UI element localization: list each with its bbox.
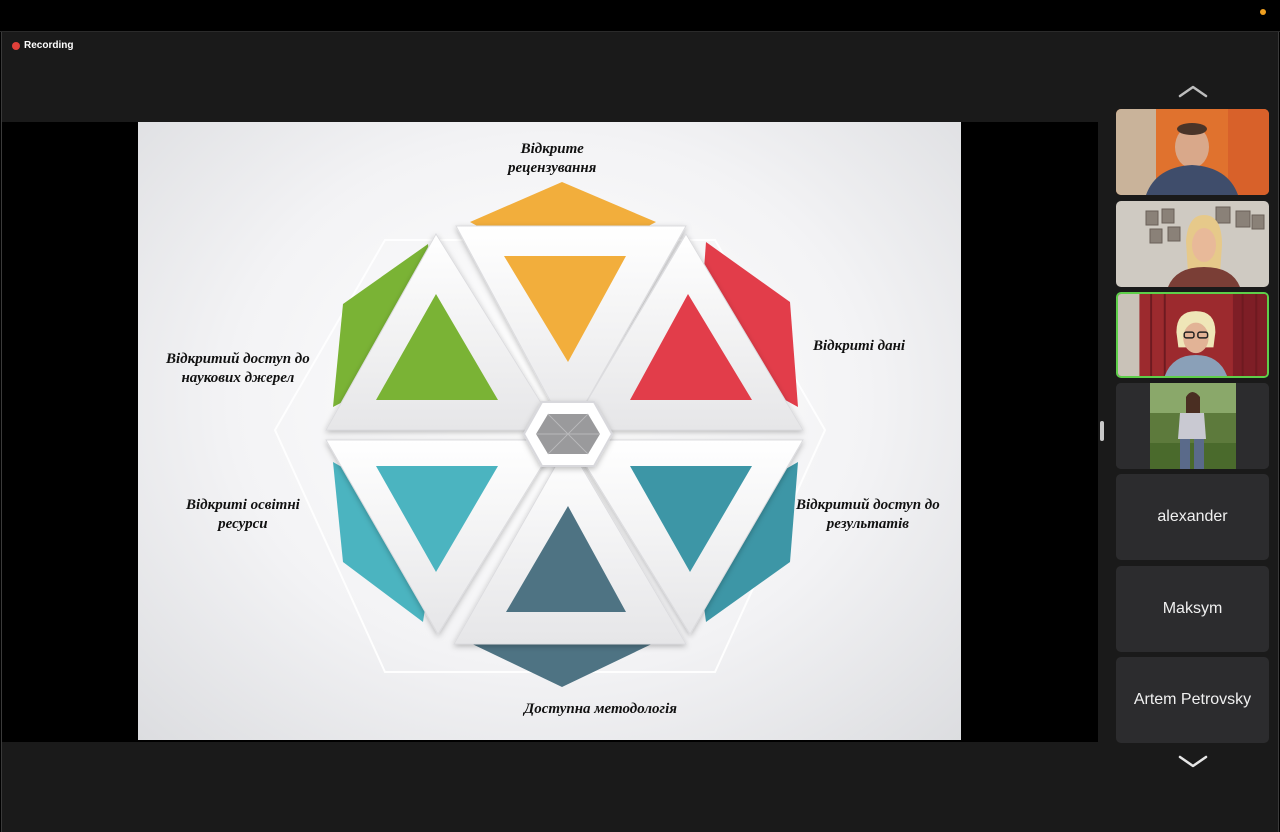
video-feed <box>1118 294 1267 376</box>
participant-tile-5[interactable]: alexander <box>1116 474 1269 560</box>
participant-video-3-active-speaker[interactable] <box>1116 292 1269 378</box>
participant-name: alexander <box>1157 508 1228 525</box>
participant-tile-6[interactable]: Maksym <box>1116 566 1269 652</box>
label-open-review: Відкрите рецензування <box>508 141 597 176</box>
label-methodology: Доступна методологія <box>524 701 677 717</box>
video-feed <box>1116 201 1269 287</box>
panel-resize-handle[interactable] <box>1100 421 1104 441</box>
label-open-education: Відкриті освітні ресурси <box>186 497 300 532</box>
participant-video-1[interactable] <box>1116 109 1269 195</box>
label-open-access-results: Відкритий доступ до результатів <box>796 497 940 532</box>
participant-name: Artem Petrovsky <box>1133 691 1252 708</box>
record-dot-icon <box>12 41 20 50</box>
triangle-slate <box>506 506 626 612</box>
triangle-orange <box>504 256 626 362</box>
participant-name: Maksym <box>1162 600 1223 617</box>
chevron-up-icon[interactable] <box>1177 82 1209 100</box>
recording-label: Recording <box>24 40 74 51</box>
participant-video-4[interactable] <box>1116 383 1269 469</box>
participant-video-2[interactable] <box>1116 201 1269 287</box>
participant-tile-7[interactable]: Artem Petrovsky <box>1116 657 1269 743</box>
video-feed <box>1116 383 1269 469</box>
triangle-teal-right <box>630 466 752 572</box>
notification-dot <box>1260 9 1266 15</box>
chevron-down-icon[interactable] <box>1177 753 1209 771</box>
shared-slide: Відкрите рецензування Відкриті дані Відк… <box>138 122 961 740</box>
hexagon-diagram <box>273 182 827 687</box>
label-open-data: Відкриті дані <box>813 338 906 354</box>
label-open-access-sources: Відкритий доступ до наукових джерел <box>166 351 310 386</box>
video-feed <box>1116 109 1269 195</box>
triangle-green <box>376 294 498 400</box>
recording-indicator[interactable]: Recording <box>12 40 73 51</box>
triangle-teal-left <box>376 466 498 572</box>
title-bar <box>0 0 1280 32</box>
triangle-red <box>630 294 752 400</box>
